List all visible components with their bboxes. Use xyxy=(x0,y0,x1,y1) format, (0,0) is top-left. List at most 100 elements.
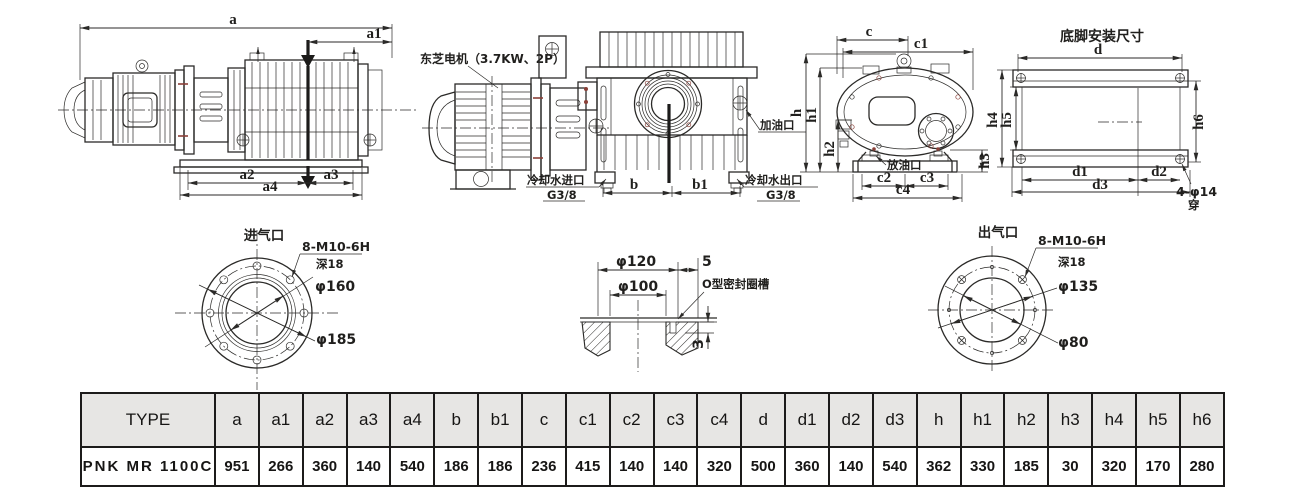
inlet-bolt-holes xyxy=(205,261,309,365)
dim-label-c1: c1 xyxy=(914,36,928,52)
outlet-bolts-label: 8-M10-6H xyxy=(1038,233,1106,248)
table-value-h: 362 xyxy=(915,446,962,487)
table-header-d1: d1 xyxy=(784,392,831,448)
dim-label-c3: c3 xyxy=(920,170,934,186)
section-groove-depth-label: 3 xyxy=(691,339,707,349)
table-value-d3: 540 xyxy=(871,446,918,487)
foot-mounting-view: 底脚安装尺寸 d h4 h5 h6 d1 d2 xyxy=(985,28,1217,212)
table-header-h3: h3 xyxy=(1047,392,1094,448)
dim-label-h5: h5 xyxy=(999,112,1015,128)
table-value-d2: 140 xyxy=(828,446,874,487)
dim-label-b1: b1 xyxy=(692,177,708,193)
table-header-a4: a4 xyxy=(389,392,436,448)
table-header-b1: b1 xyxy=(477,392,524,448)
foot-view-title: 底脚安装尺寸 xyxy=(1060,28,1144,45)
dim-label-h3: h3 xyxy=(977,153,993,169)
table-value-a3: 140 xyxy=(345,446,392,487)
dim-label-c4: c4 xyxy=(896,182,911,198)
table-value-h6: 280 xyxy=(1178,446,1226,487)
water-inlet-thread: G3/8 xyxy=(547,188,577,202)
flow-arrow-top xyxy=(301,40,315,160)
dim-label-c2: c2 xyxy=(877,170,891,186)
table-header-d3: d3 xyxy=(871,392,918,448)
table-value-h1: 330 xyxy=(959,446,1006,487)
table-value-h2: 185 xyxy=(1003,446,1050,487)
section-dia-outer-label: φ120 xyxy=(616,254,656,270)
table-header-c2: c2 xyxy=(608,392,655,448)
table-header-b: b xyxy=(433,392,480,448)
table-header-h4: h4 xyxy=(1091,392,1138,448)
water-outlet-label: 冷却水出口 xyxy=(745,173,803,187)
table-header-h1: h1 xyxy=(959,392,1006,448)
table-value-c4: 320 xyxy=(696,446,743,487)
inlet-view-title: 进气口 xyxy=(244,227,285,244)
dim-label-h: h xyxy=(789,108,805,117)
table-header-a2: a2 xyxy=(301,392,348,448)
dim-label-a2: a2 xyxy=(240,167,255,183)
technical-drawing: a a1 a2 a3 a4 东芝电机（3.7KW、2P） xyxy=(58,12,1217,390)
table-value-c2: 140 xyxy=(608,446,655,487)
table-value-c3: 140 xyxy=(652,446,699,487)
dim-label-b: b xyxy=(630,177,638,193)
inlet-dia-outer-label: φ185 xyxy=(316,332,356,348)
pump-front-view: 东芝电机（3.7KW、2P） xyxy=(420,31,818,202)
dim-label-c: c xyxy=(866,24,873,40)
table-value-h5: 170 xyxy=(1135,446,1181,487)
section-dia-inner-label: φ100 xyxy=(618,279,658,295)
table-header-a3: a3 xyxy=(345,392,392,448)
table-value-a1: 266 xyxy=(257,446,304,487)
outlet-dia-inner-label: φ80 xyxy=(1058,335,1089,351)
table-header-type: TYPE xyxy=(80,392,216,448)
outlet-flange-view: 出气口 φ135 φ80 8-M10-6H 深18 xyxy=(928,224,1106,374)
table-value-b1: 186 xyxy=(477,446,524,487)
dim-label-d: d xyxy=(1094,42,1103,58)
table-value-c1: 415 xyxy=(564,446,611,487)
dim-label-h2: h2 xyxy=(822,141,838,157)
oring-groove-label: O型密封圈槽 xyxy=(702,277,770,291)
dim-label-h6: h6 xyxy=(1191,114,1207,130)
holes-label: 4-φ14 xyxy=(1176,184,1217,199)
table-header-c3: c3 xyxy=(652,392,699,448)
water-inlet-label: 冷却水进口 xyxy=(527,173,585,187)
dim-label-a: a xyxy=(229,12,237,28)
table-value-d1: 360 xyxy=(784,446,831,487)
table-header-c: c xyxy=(521,392,567,448)
outlet-dia-bolt-label: φ135 xyxy=(1058,279,1098,295)
table-header-a1: a1 xyxy=(257,392,304,448)
table-header-c1: c1 xyxy=(564,392,611,448)
dim-label-d2: d2 xyxy=(1151,164,1167,180)
dim-label-h1: h1 xyxy=(804,107,820,123)
inlet-bolts-label: 8-M10-6H xyxy=(302,239,370,254)
dim-label-a1: a1 xyxy=(367,26,382,42)
table-value-d: 500 xyxy=(740,446,787,487)
pump-side-view: a a1 a2 a3 a4 xyxy=(58,12,418,200)
section-groove-width-label: 5 xyxy=(702,254,712,270)
inlet-flange-view: 进气口 φ160 φ185 8-M10-6H 深18 xyxy=(175,227,370,390)
table-header-a: a xyxy=(214,392,260,448)
flow-arrow-bottom xyxy=(301,166,315,189)
inlet-depth-label: 深18 xyxy=(316,257,344,271)
table-value-c: 236 xyxy=(521,446,567,487)
motor-label: 东芝电机（3.7KW、2P） xyxy=(420,51,565,66)
table-header-h6: h6 xyxy=(1178,392,1226,448)
dim-label-d1: d1 xyxy=(1072,164,1088,180)
table-value-a4: 540 xyxy=(389,446,436,487)
dim-label-d3: d3 xyxy=(1092,177,1108,193)
dim-label-a4: a4 xyxy=(263,179,279,195)
outlet-view-title: 出气口 xyxy=(978,224,1019,241)
dim-label-h4: h4 xyxy=(985,112,1001,128)
oil-fill-label: 加油口 xyxy=(759,118,795,132)
table-header-d: d xyxy=(740,392,787,448)
table-header-h2: h2 xyxy=(1003,392,1050,448)
pump-profile-view: c c1 h h1 h2 h3 放油口 c2 c3 c4 xyxy=(789,24,993,202)
table-model-cell: PNK MR 1100C xyxy=(80,446,216,487)
table-header-h5: h5 xyxy=(1135,392,1181,448)
holes-note: 穿 xyxy=(1188,198,1200,212)
table-value-a2: 360 xyxy=(301,446,348,487)
inlet-dia-inner-label: φ160 xyxy=(315,279,355,295)
water-outlet-thread: G3/8 xyxy=(766,188,796,202)
